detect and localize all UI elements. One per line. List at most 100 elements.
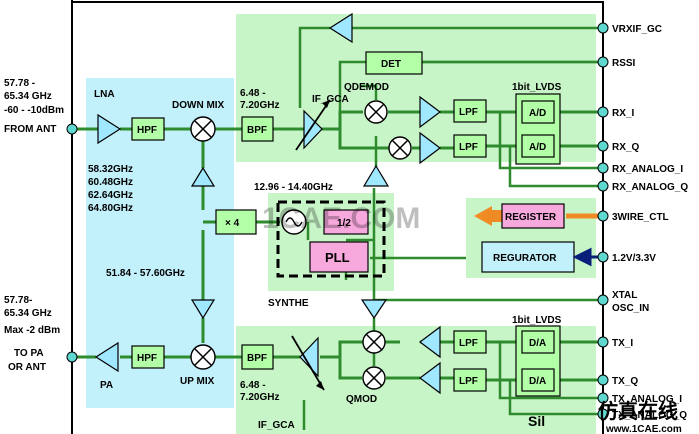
to-pa-line1: TO PA xyxy=(14,348,44,359)
pin-rx-analog-q xyxy=(597,180,609,192)
tx-if-gca xyxy=(291,335,325,391)
rx-freq-line2: 65.34 GHz xyxy=(4,91,52,102)
register-block xyxy=(501,203,565,229)
synthe-dashed-box xyxy=(276,200,386,278)
rx-i-ad-block xyxy=(521,100,555,124)
pll-label: PLL xyxy=(325,250,350,265)
rx-analog-q-label: RX_ANALOG_Q xyxy=(612,182,688,193)
rx-i-amplifier xyxy=(419,95,441,129)
rx-i-lpf-label: LPF xyxy=(459,107,478,118)
qdemod-label: QDEMOD xyxy=(344,82,389,93)
det-label: DET xyxy=(381,59,401,70)
lo-freq-2: 60.48GHz xyxy=(88,177,133,188)
lo-buffer-up xyxy=(190,166,216,187)
tx-q-wire xyxy=(386,376,603,382)
watermark-center: 1CAE.COM xyxy=(262,202,420,235)
if-freq-bottom-line2: 7.20GHz xyxy=(240,392,279,403)
rx-q-ad-label: A/D xyxy=(529,142,546,153)
rx-q-ad-block xyxy=(521,134,555,158)
to-pa-line2: OR ANT xyxy=(8,362,46,373)
rx-freq-line1: 57.78 - xyxy=(4,78,35,89)
tx-q-da-block xyxy=(521,368,555,392)
rx-analog-q-wire xyxy=(508,146,603,188)
vco-oscillator xyxy=(281,209,307,235)
pa-amplifier xyxy=(94,341,119,373)
pin-xtal xyxy=(597,294,609,306)
tx-power-label: Max -2 dBm xyxy=(4,325,60,336)
x4-multiplier-block xyxy=(215,209,257,235)
if-freq-top-line1: 6.48 - xyxy=(240,88,266,99)
tx-i-da-label: D/A xyxy=(529,338,546,349)
rx-bpf-label: BPF xyxy=(247,125,267,136)
lo-freq-1: 58.32GHz xyxy=(88,164,133,175)
tx-i-da-block xyxy=(521,330,555,354)
synth-range2-label: 51.84 - 57.60GHz xyxy=(106,268,185,279)
rx-i-lpf-block xyxy=(453,99,487,123)
pin-from-ant xyxy=(66,123,78,135)
rx-q-wire xyxy=(412,144,603,150)
tx-freq-line2: 65.34 GHz xyxy=(4,308,52,319)
watermark-corner-cn: 仿真在线 xyxy=(598,399,678,423)
down-mix xyxy=(190,116,216,142)
pin-rssi xyxy=(597,56,609,68)
qdemod-lo-buffer xyxy=(362,164,390,187)
pin-rx-analog-i xyxy=(597,162,609,174)
pin-tx-analog-i xyxy=(597,392,609,404)
synth-range-label: 12.96 - 14.40GHz xyxy=(254,182,333,193)
pin-tx-analog-q xyxy=(597,408,609,420)
xtal-line1: XTAL xyxy=(612,290,637,301)
rx-power-label: -60 - -10dBm xyxy=(4,105,64,116)
if-gca-top-label: IF_GCA xyxy=(312,94,349,105)
tx-q-amplifier xyxy=(419,361,441,395)
if-freq-bottom-line1: 6.48 - xyxy=(240,380,266,391)
tx-i-label: TX_I xyxy=(612,338,633,349)
watermark-corner-url: www.1CAE.com xyxy=(605,424,682,434)
lna-label: LNA xyxy=(94,89,115,100)
tx-i-lpf-label: LPF xyxy=(459,338,478,349)
qmod-mixer-q xyxy=(362,366,386,390)
tx-hpf-label: HPF xyxy=(137,353,157,364)
qdemod-mixer-i xyxy=(364,100,388,124)
div2-label: 1/2 xyxy=(337,218,351,229)
tx-bpf-block xyxy=(241,344,274,370)
rx-q-lpf-block xyxy=(453,134,487,158)
rx-hpf-block xyxy=(131,117,165,141)
rx-q-label: RX_Q xyxy=(612,142,639,153)
tx-i-amplifier xyxy=(419,325,441,359)
watermark-small: Sil xyxy=(528,413,545,429)
rx-i-ad-label: A/D xyxy=(529,108,546,119)
tx-q-label: TX_Q xyxy=(612,376,638,387)
pll-block xyxy=(309,241,369,273)
pin-3wire-ctl xyxy=(597,210,609,222)
rx-i-label: RX_I xyxy=(612,108,634,119)
qmod-label: QMOD xyxy=(346,394,377,405)
lo-freq-4: 64.80GHz xyxy=(88,203,133,214)
xtal-line2: OSC_IN xyxy=(612,303,649,314)
tx-analog-q-label: TX_ANALOG_Q xyxy=(612,410,687,421)
if-gca-bottom-label: IF_GCA xyxy=(258,420,295,431)
tx-bpf-label: BPF xyxy=(247,353,267,364)
register-arrow-body xyxy=(490,210,502,222)
qmod-mixer-i xyxy=(362,330,386,354)
qdemod-mixer-q xyxy=(388,136,412,160)
3wire-ctl-label: 3WIRE_CTL xyxy=(612,212,669,223)
tx-q-da-label: D/A xyxy=(529,376,546,387)
pin-to-pa xyxy=(66,351,78,363)
tx-i-lpf-block xyxy=(453,330,487,354)
lvds-top-label: 1bit_LVDS xyxy=(512,82,562,93)
rx-analog-i-wire xyxy=(498,112,603,170)
if-freq-top-line2: 7.20GHz xyxy=(240,100,279,111)
power-label: 1.2V/3.3V xyxy=(612,253,656,264)
up-mix xyxy=(190,344,216,370)
rx-if-wire xyxy=(320,110,390,150)
pin-rx-q xyxy=(597,140,609,152)
register-label: REGISTER xyxy=(505,212,557,223)
pin-rx-i xyxy=(597,106,609,118)
lna-amplifier xyxy=(97,113,122,145)
tx-q-lpf-label: LPF xyxy=(459,376,478,387)
lo-freq-3: 62.64GHz xyxy=(88,190,133,201)
det-block xyxy=(365,51,423,75)
from-ant-label: FROM ANT xyxy=(4,124,56,135)
vrxif-buffer xyxy=(328,12,353,44)
lo-buffer-down xyxy=(190,299,216,320)
